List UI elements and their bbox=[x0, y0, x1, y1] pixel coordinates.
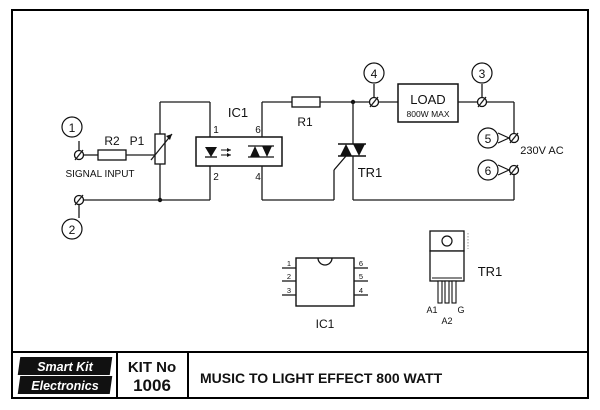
tr1-package-label: TR1 bbox=[478, 264, 503, 279]
tr1-to220-package bbox=[429, 230, 469, 304]
r2-label: R2 bbox=[104, 134, 120, 148]
ic1-pin-6: 6 bbox=[255, 125, 261, 136]
dip-pin-5: 5 bbox=[359, 272, 363, 281]
triac-tr1-icon bbox=[333, 143, 366, 171]
p1-label: P1 bbox=[130, 134, 145, 148]
notch-icon bbox=[317, 257, 333, 266]
ic1-pin-4: 4 bbox=[255, 172, 261, 183]
arrow-head-icon bbox=[166, 134, 172, 140]
brand-logo: Smart Kit Electronics bbox=[17, 357, 113, 394]
signal-input-label: SIGNAL INPUT bbox=[65, 169, 134, 180]
resistor-r1 bbox=[291, 96, 321, 108]
ic1-dip-package bbox=[282, 257, 368, 307]
r1-label: R1 bbox=[297, 115, 313, 129]
terminal-5-number: 5 bbox=[485, 132, 492, 146]
sheet-border bbox=[11, 9, 589, 399]
terminal-6-number: 6 bbox=[485, 164, 492, 178]
terminal-2: 2 bbox=[61, 194, 85, 240]
brand-line-1: Smart Kit bbox=[37, 360, 93, 374]
brand-line-2: Electronics bbox=[31, 379, 98, 393]
kit-label: KIT No bbox=[128, 359, 176, 376]
terminal-3-number: 3 bbox=[479, 67, 486, 81]
tr1-pin-g: G bbox=[457, 305, 464, 315]
dip-pin-6: 6 bbox=[359, 259, 363, 268]
opto-triac-icon bbox=[248, 145, 274, 158]
terminal-5: 5 bbox=[477, 127, 520, 149]
terminal-1-number: 1 bbox=[69, 121, 76, 135]
dip-pin-2: 2 bbox=[287, 272, 291, 281]
resistor-r2 bbox=[97, 149, 127, 161]
ic1-package-label: IC1 bbox=[316, 317, 335, 331]
terminal-2-number: 2 bbox=[69, 223, 76, 237]
terminal-2-marker bbox=[61, 218, 83, 240]
terminal-3: 3 bbox=[471, 62, 493, 108]
dip-pin-1: 1 bbox=[287, 259, 291, 268]
mains-label: 230V AC bbox=[520, 145, 563, 157]
terminal-1-marker bbox=[61, 116, 83, 138]
load-title: LOAD bbox=[410, 92, 445, 107]
tr1-pin-a2: A2 bbox=[441, 316, 452, 326]
load-rating: 800W MAX bbox=[407, 109, 450, 119]
dip-pin-4: 4 bbox=[359, 286, 363, 295]
tr1-label: TR1 bbox=[358, 165, 383, 180]
kit-number: 1006 bbox=[133, 376, 171, 395]
load-box bbox=[397, 83, 459, 123]
ic1-pin-2: 2 bbox=[213, 172, 219, 183]
ic1-pin-1: 1 bbox=[213, 125, 219, 136]
dip-pin-3: 3 bbox=[287, 286, 291, 295]
kit-title: MUSIC TO LIGHT EFFECT 800 WATT bbox=[200, 370, 443, 386]
terminal-1: 1 bbox=[61, 116, 85, 161]
terminal-4-number: 4 bbox=[371, 67, 378, 81]
led-icon bbox=[205, 147, 231, 158]
ic1-label: IC1 bbox=[228, 105, 248, 120]
terminal-6: 6 bbox=[477, 159, 520, 181]
terminal-4: 4 bbox=[363, 62, 385, 108]
tr1-pin-a1: A1 bbox=[426, 305, 437, 315]
